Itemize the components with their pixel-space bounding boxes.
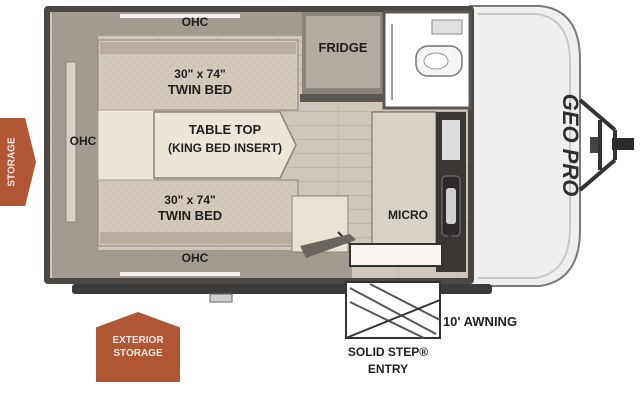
exterior-storage-line1: EXTERIOR <box>112 335 164 346</box>
front-nose-cap <box>469 5 581 287</box>
step-icon <box>345 281 441 339</box>
door-icon <box>337 231 455 267</box>
exterior-storage-line2: STORAGE <box>113 348 163 359</box>
geo-pro-logo: GEO PRO <box>558 94 583 197</box>
label-ohc-left: OHC <box>69 134 97 148</box>
label-king-insert: (KING BED INSERT) <box>168 141 282 155</box>
label-bottom-bed-size: 30" x 74" <box>164 193 216 207</box>
label-top-bed-size: 30" x 74" <box>174 67 226 81</box>
label-micro: MICRO <box>388 208 428 222</box>
label-solid-step: SOLID STEP® <box>347 345 429 359</box>
label-awning: 10' AWNING <box>442 314 518 329</box>
label-bottom-bed-name: TWIN BED <box>157 208 223 223</box>
label-ohc-top: OHC <box>181 15 209 29</box>
label-top-bed-name: TWIN BED <box>167 82 233 97</box>
label-entry: ENTRY <box>367 362 409 376</box>
galley-counter <box>371 111 437 253</box>
label-table-top: TABLE TOP <box>188 122 262 137</box>
hitch-icon <box>578 98 634 192</box>
toilet-icon <box>415 45 463 77</box>
label-ohc-bottom: OHC <box>181 251 209 265</box>
sink-icon <box>446 188 456 224</box>
exterior-storage-tag: EXTERIOR STORAGE <box>96 312 180 382</box>
label-fridge: FRIDGE <box>318 40 368 55</box>
table-top-insert <box>153 111 297 179</box>
